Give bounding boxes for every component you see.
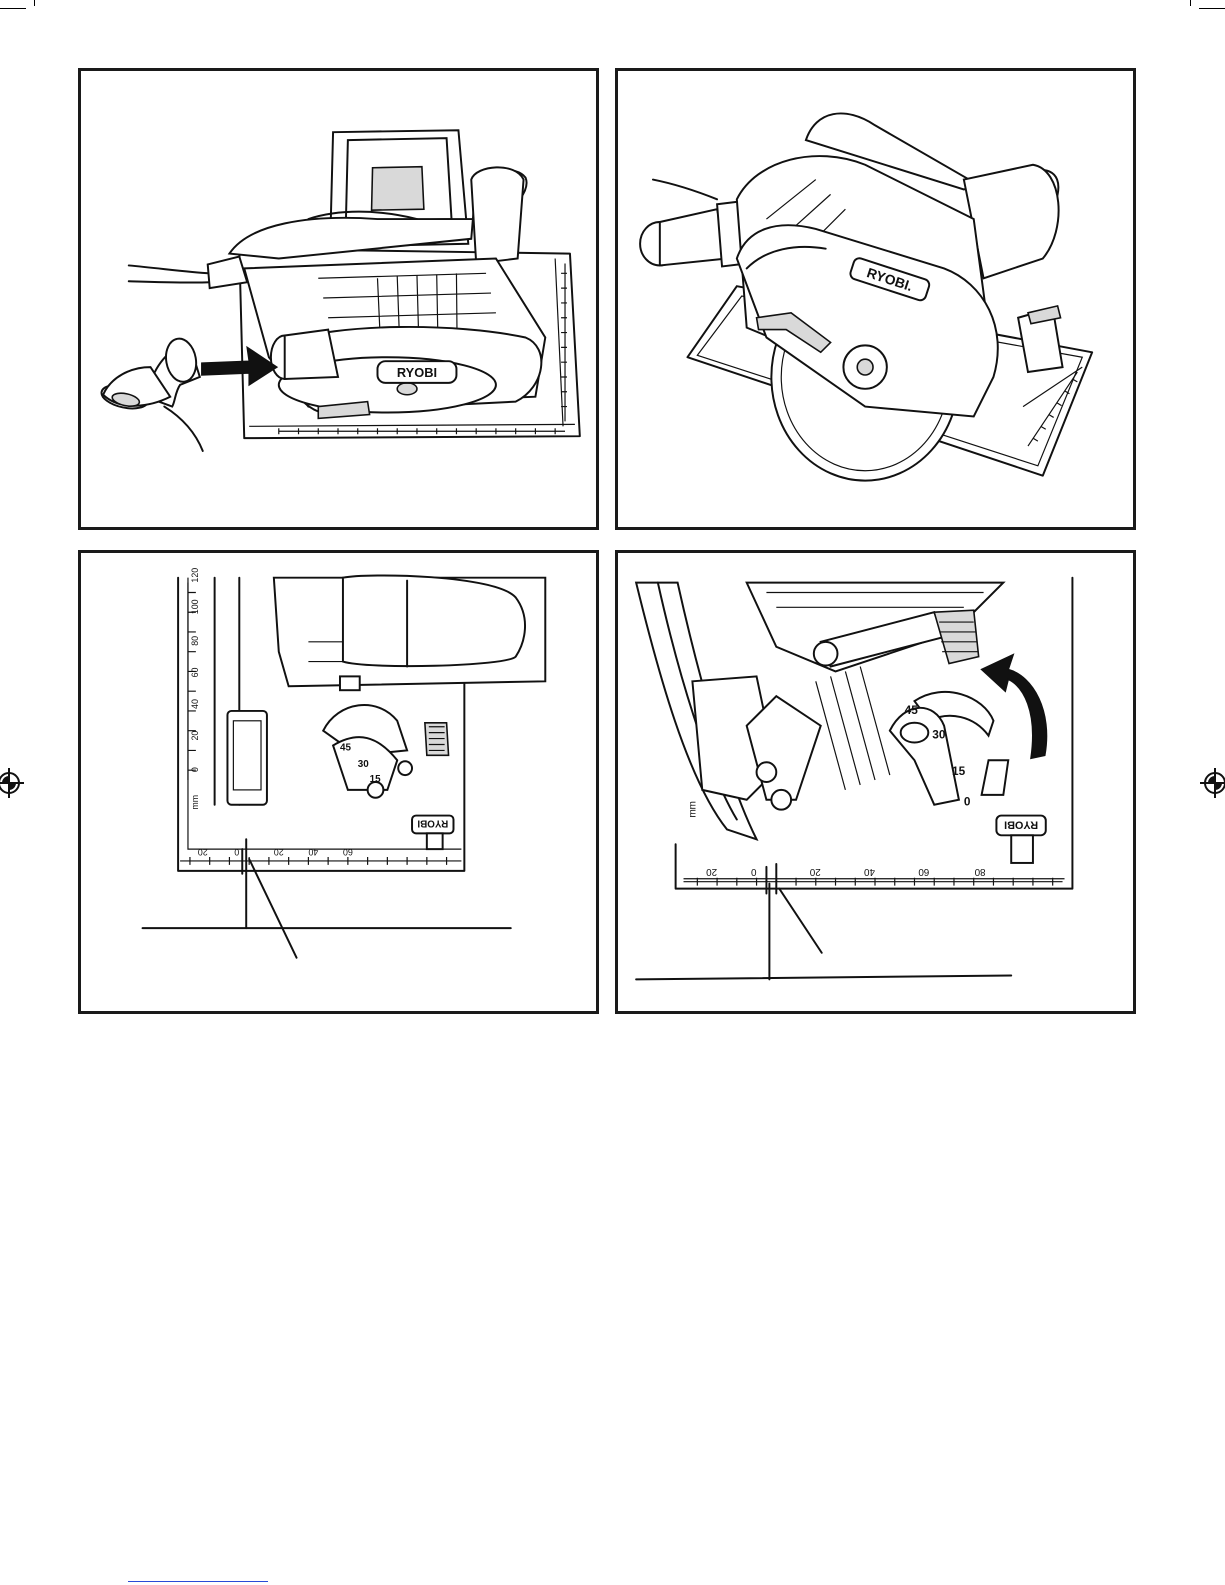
side-scale-label: 40	[190, 699, 200, 709]
figure-1-brand-label: RYOBI	[397, 365, 437, 380]
registration-mark-left	[0, 772, 20, 794]
crop-mark	[1199, 8, 1225, 9]
side-scale-label: 120	[190, 568, 200, 583]
crop-mark	[0, 8, 26, 9]
bottom-scale-label: 20	[809, 866, 820, 877]
figure-2-saw-overview: RYOBI.	[615, 68, 1136, 530]
side-scale-label: 60	[190, 667, 200, 677]
figure-2-illustration: RYOBI.	[618, 71, 1133, 527]
registration-mark-right	[1204, 772, 1225, 794]
side-scale-label: 0	[190, 767, 200, 772]
crop-mark	[1190, 0, 1191, 6]
dust-elbow-adapter	[99, 336, 199, 412]
side-scale-label: 100	[190, 599, 200, 614]
bottom-scale-label: 20	[198, 847, 208, 857]
bevel-mark: 45	[340, 742, 351, 753]
bottom-ruler: 20 0 20 40 60	[180, 847, 461, 865]
right-arrow-icon	[202, 347, 277, 385]
figure-3-illustration: 120 100 80 60 40 20 0 mm 45 30 15	[81, 553, 596, 1011]
leader-line	[779, 889, 821, 953]
bottom-scale-label: 20	[274, 847, 284, 857]
bottom-scale-label: 0	[751, 866, 757, 877]
bottom-scale-label: 40	[864, 866, 875, 877]
bevel-mark: 45	[905, 703, 919, 717]
side-scale-label: 80	[190, 636, 200, 646]
bottom-scale-label: 0	[234, 847, 239, 857]
curved-arrow-icon	[982, 655, 1047, 759]
figure-3-brand-label: RYOBI	[417, 817, 448, 828]
bevel-mark: 30	[932, 728, 946, 742]
bevel-mark: 30	[358, 759, 369, 770]
side-ruler: 120 100 80 60 40 20 0 mm	[188, 568, 200, 810]
figure-4-illustration: 45 30 15 0 RYOBI mm 20 0 20 40 60 80	[618, 553, 1133, 1011]
bottom-scale-label: 40	[308, 847, 318, 857]
footer-link-underline	[128, 1580, 268, 1582]
bevel-mark: 0	[964, 795, 971, 809]
leader-line	[249, 859, 296, 958]
side-scale-label: 20	[190, 731, 200, 741]
figure-1-dust-port: RYOBI	[78, 68, 599, 530]
bottom-ruler: 20 0 20 40 60 80	[684, 866, 1063, 886]
figure-1-illustration: RYOBI	[81, 71, 596, 527]
bottom-scale-label: 60	[918, 866, 929, 877]
bottom-scale-label: 60	[343, 847, 353, 857]
cut-line	[636, 975, 1011, 979]
bottom-scale-label: 80	[974, 866, 985, 877]
bottom-scale-label: 20	[706, 866, 717, 877]
figure-4-brand-label: RYOBI	[1004, 818, 1038, 830]
figure-4-bevel-adjustment: 45 30 15 0 RYOBI mm 20 0 20 40 60 80	[615, 550, 1136, 1014]
figure-3-cut-line-indicator: 120 100 80 60 40 20 0 mm 45 30 15	[78, 550, 599, 1014]
unit-label: mm	[687, 801, 698, 817]
unit-label: mm	[190, 795, 200, 810]
crop-mark	[34, 0, 35, 6]
bevel-mark: 15	[952, 764, 966, 778]
